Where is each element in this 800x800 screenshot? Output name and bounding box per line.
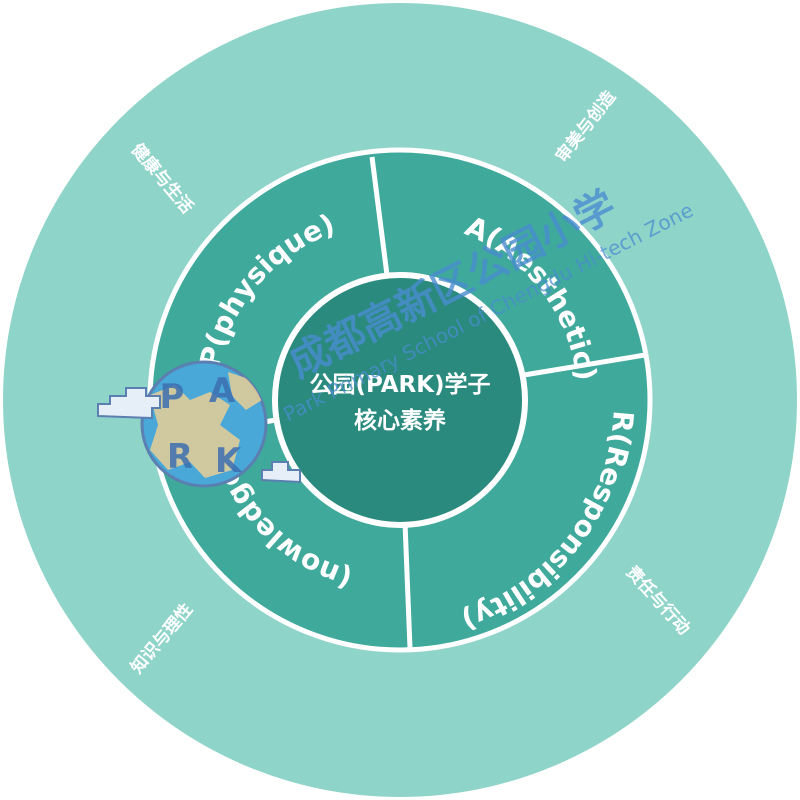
logo-letter-a: A <box>209 371 236 411</box>
cloud-icon-left <box>97 387 161 420</box>
school-logo: P A R K <box>97 360 301 488</box>
divider-p-a <box>369 156 390 276</box>
divider-a-r <box>523 352 646 378</box>
logo-letter-r: R <box>167 437 193 477</box>
logo-letter-k: K <box>215 441 243 481</box>
center-title-line1: 公园(PARK)学子 <box>309 371 490 398</box>
divider-r-k <box>402 522 413 649</box>
logo-letter-p: P <box>160 377 185 417</box>
globe-land-shape-2 <box>228 372 262 410</box>
globe-land-shape <box>150 385 240 478</box>
center-title-line2: 核心素养 <box>354 407 446 434</box>
cloud-icon-right <box>261 461 301 484</box>
center-circle <box>272 272 528 528</box>
